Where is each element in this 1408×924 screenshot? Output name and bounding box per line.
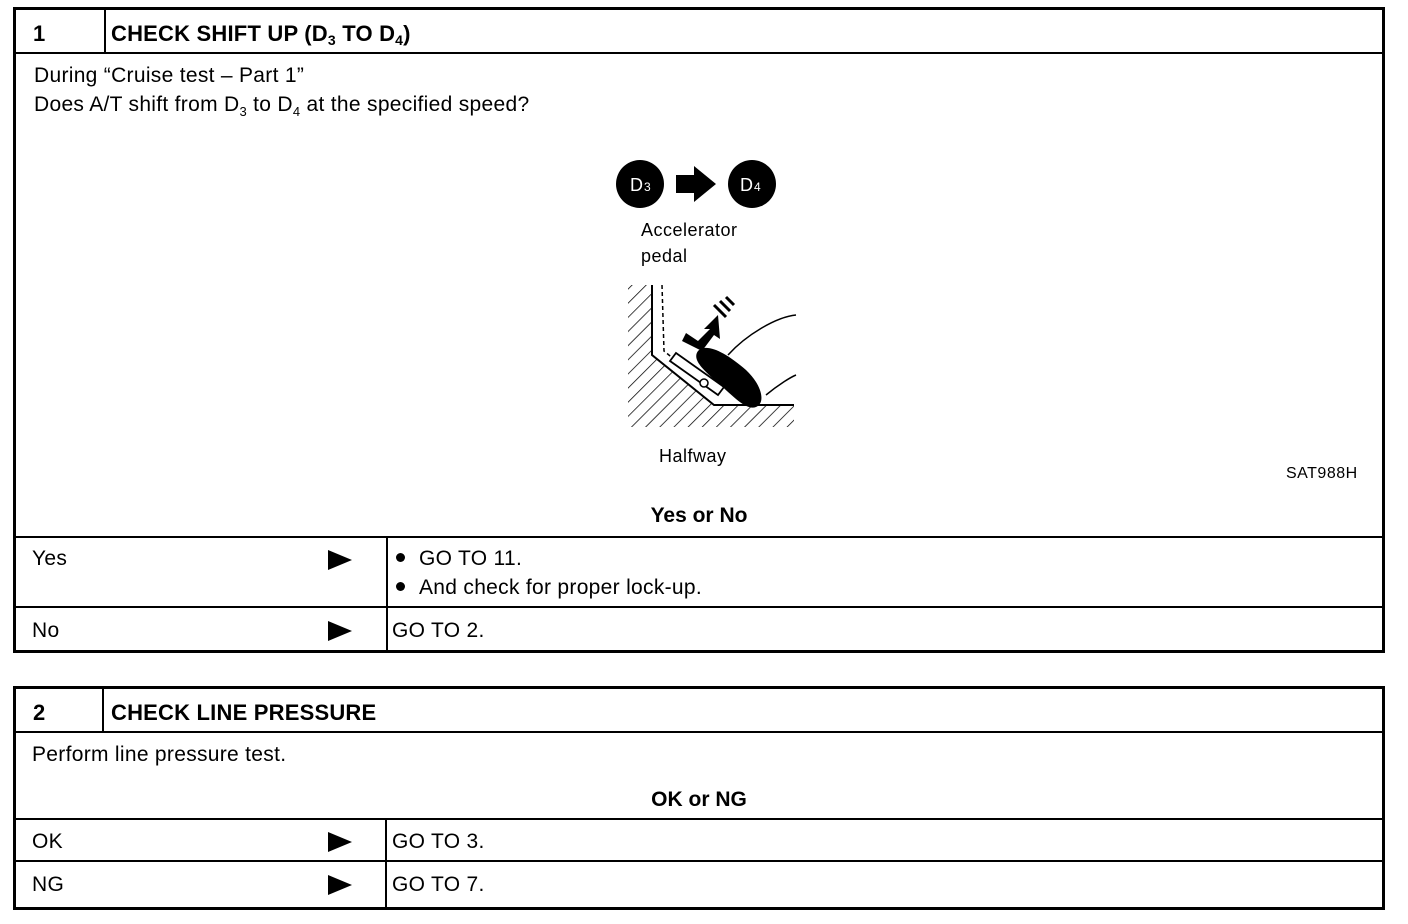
step-title: CHECK LINE PRESSURE [111, 700, 377, 725]
step-number: 1 [33, 21, 46, 46]
answer-question: OK or NG [651, 788, 747, 811]
divider [385, 818, 387, 907]
result-item: And check for proper lock-up. [396, 576, 702, 600]
question-text: Does A/T shift from D3 to D4 at the spec… [34, 93, 530, 119]
result-item: GO TO 3. [392, 830, 485, 853]
figure-label-halfway: Halfway [659, 446, 727, 466]
accelerator-pedal-figure: D 3 D 4 [616, 160, 797, 427]
bullet-icon [396, 582, 405, 591]
divider [386, 536, 388, 653]
answer-label-ng: NG [32, 873, 65, 896]
triangle-right-icon [328, 550, 352, 570]
gear-d3-icon: D 3 [616, 160, 664, 208]
svg-text:4: 4 [754, 180, 761, 194]
figure-label-accelerator: Accelerator [641, 220, 738, 240]
shift-arrow-icon [676, 166, 716, 202]
divider [16, 731, 1382, 733]
result-item: GO TO 2. [392, 619, 485, 642]
step-2-table: 2 CHECK LINE PRESSURE Perform line press… [13, 686, 1385, 910]
press-arrow-icon [682, 315, 720, 351]
answer-question: Yes or No [650, 504, 748, 527]
instruction-text: Perform line pressure test. [32, 743, 287, 766]
divider [16, 52, 1382, 54]
step-number: 2 [33, 700, 46, 725]
result-item: GO TO 7. [392, 873, 485, 896]
answer-label-no: No [32, 619, 60, 642]
triangle-right-icon [328, 875, 352, 895]
bullet-icon [396, 553, 405, 562]
result-item: GO TO 11. [396, 547, 522, 571]
gear-d3-label: D [630, 175, 643, 195]
divider [16, 606, 1382, 608]
triangle-right-icon [328, 621, 352, 641]
answer-label-yes: Yes [32, 547, 68, 570]
figure-code: SAT988H [1286, 465, 1358, 482]
divider [16, 818, 1382, 820]
step-1-table: 1 CHECK SHIFT UP (D3 TO D4) During “Crui… [13, 7, 1385, 653]
gear-d4-icon: D 4 [728, 160, 776, 208]
divider [16, 536, 1382, 538]
triangle-right-icon [328, 832, 352, 852]
divider [104, 10, 106, 52]
divider [102, 689, 104, 731]
figure-label-pedal: pedal [641, 246, 688, 266]
instruction-text: During “Cruise test – Part 1” [34, 64, 305, 87]
svg-text:3: 3 [644, 180, 651, 194]
step-title: CHECK SHIFT UP (D3 TO D4) [111, 21, 411, 48]
divider [16, 860, 1382, 862]
answer-label-ok: OK [32, 830, 63, 853]
svg-text:D: D [740, 175, 753, 195]
